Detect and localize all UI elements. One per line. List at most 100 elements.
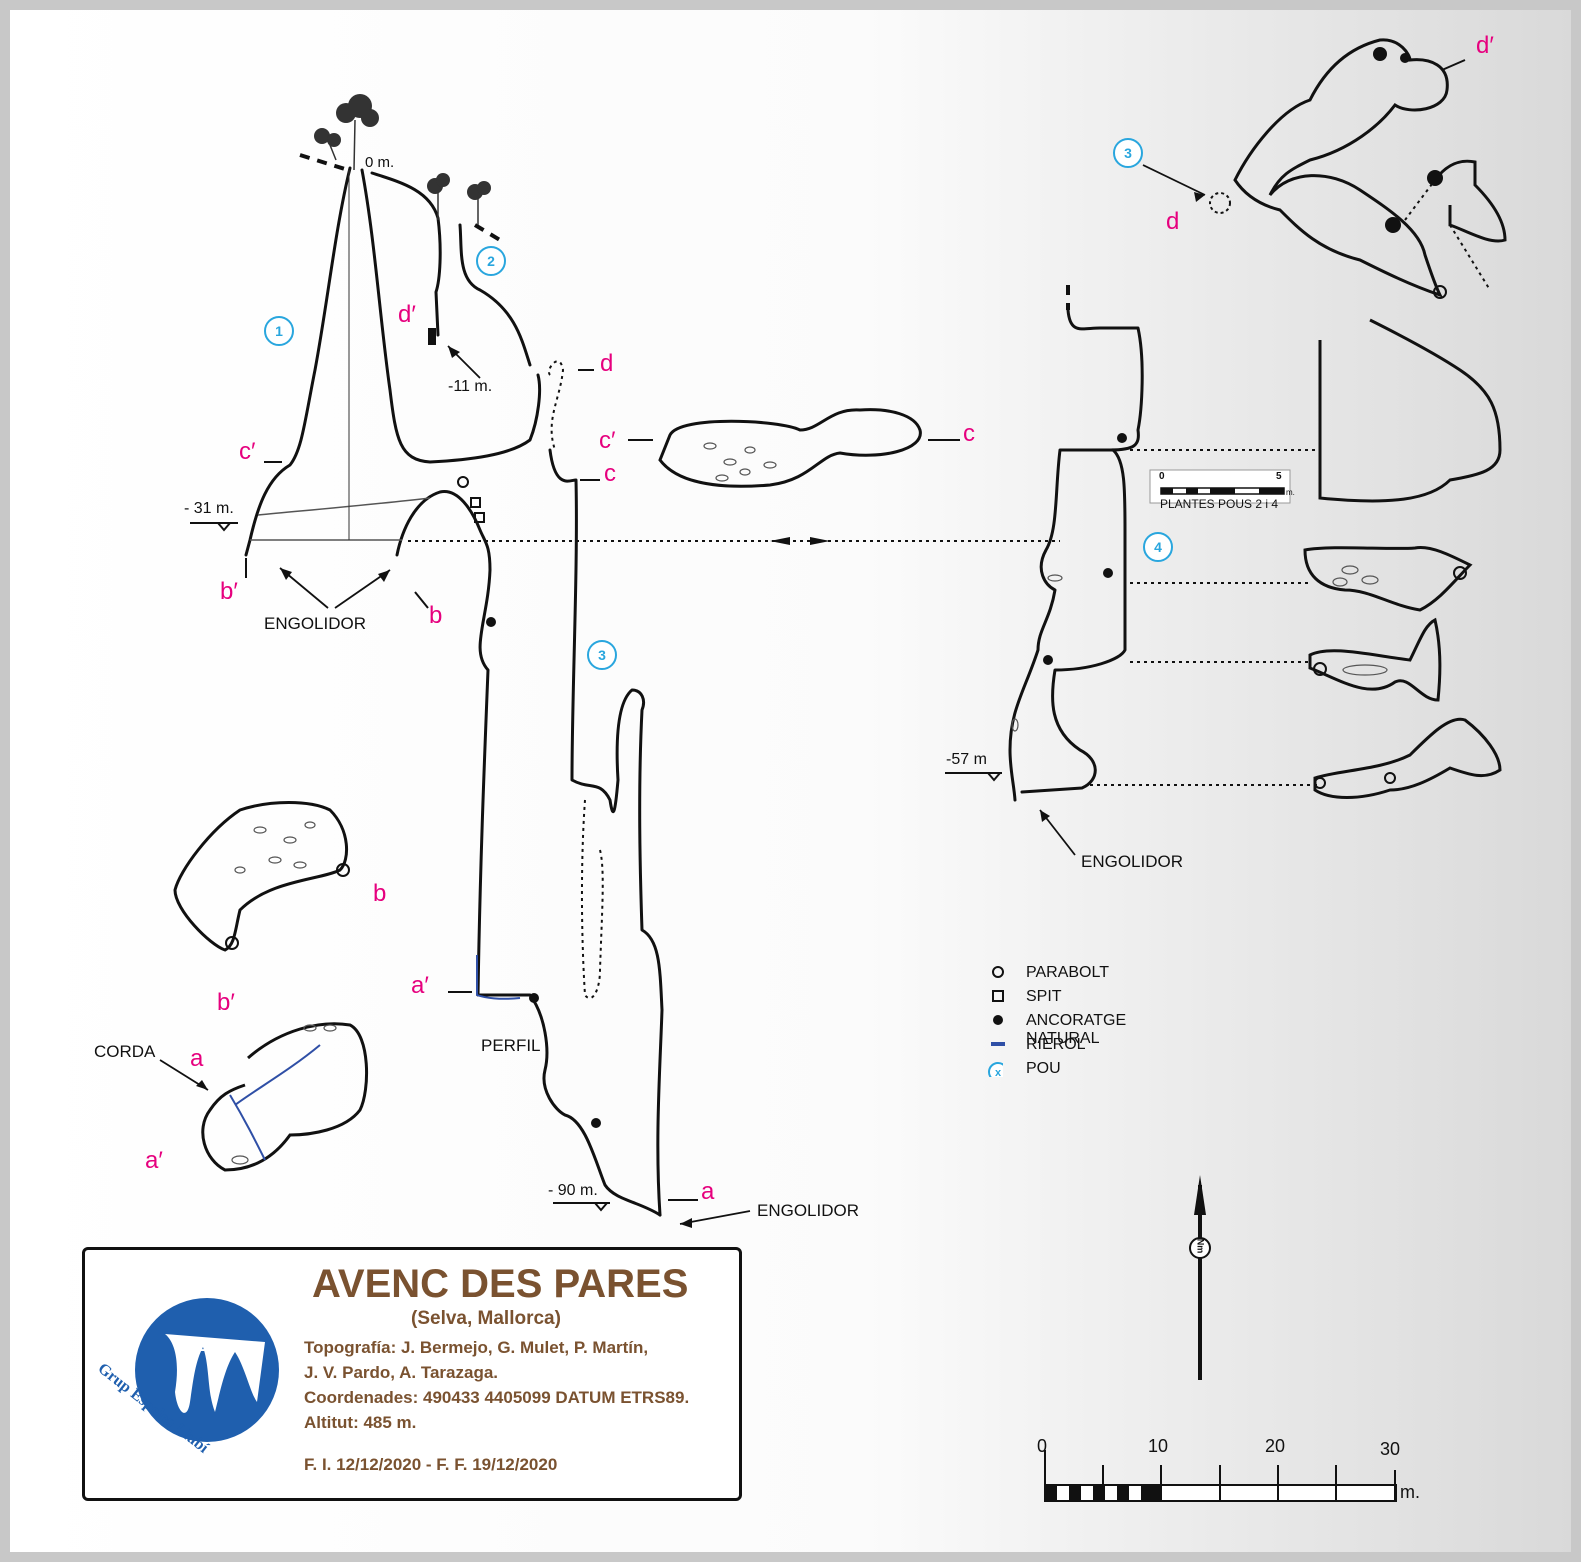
pit1-marker: 1 [264, 316, 294, 346]
small-scale-unit: m. [1286, 488, 1295, 497]
main-scale-tick-20: 20 [1265, 1436, 1286, 1456]
link-plan3 [1404, 179, 1436, 221]
depth-pit4: -57 m [946, 751, 987, 768]
map-title: AVENC DES PARES [312, 1262, 689, 1306]
small-scale-bar [1149, 469, 1291, 504]
plan-b-prime-b [173, 801, 349, 952]
letter-c-prime-left: c′ [239, 438, 256, 465]
plan-a-prime-a [201, 1022, 369, 1172]
plan-pit4-1 [1303, 545, 1473, 612]
profile-pit1-right-wall [360, 168, 542, 464]
small-scale-label: PLANTES POUS 2 i 4 [1160, 497, 1279, 511]
profile-pit4-inner [1020, 448, 1127, 794]
letter-c: c [604, 460, 616, 487]
blue-dash-icon [991, 1042, 1005, 1046]
pit-circle-icon: x [988, 1062, 1003, 1077]
spit-mark-2 [474, 512, 485, 523]
legend-label: SPIT [1026, 988, 1062, 1005]
svg-text:x: x [995, 1067, 1002, 1077]
logo-initials: G.E.LL. [181, 1336, 241, 1355]
pit3-marker: 3 [587, 640, 617, 670]
connection-pit3-dotted [548, 360, 565, 451]
main-scale-tick-30: 30 [1380, 1439, 1401, 1459]
engolidor-label-2: ENGOLIDOR [1081, 852, 1184, 871]
legend-label: RIEROL [1026, 1036, 1086, 1053]
small-scale-end: 5 [1276, 471, 1282, 482]
depth-bottom: - 90 m. [548, 1182, 598, 1199]
altitude-text: Altitut: 485 m. [304, 1413, 417, 1432]
main-scale-tick-0: 0 [1037, 1436, 1048, 1456]
depth-tick-57m [945, 772, 1002, 782]
main-scale-tick-10: 10 [1148, 1436, 1169, 1456]
profile-pit2-wall [458, 223, 532, 367]
pit4-marker: 4 [1143, 532, 1173, 562]
natural-anchors [428, 328, 1127, 1128]
parabolt-mark [457, 476, 469, 488]
small-scale-start: 0 [1159, 471, 1165, 482]
letter-a-prime-plan: a′ [145, 1147, 163, 1174]
letter-a-plan: a [190, 1045, 204, 1072]
title-box: G.E.LL. Grup Espeleo Llubí AVENC DES PAR… [82, 1247, 742, 1501]
profile-pit1-left-wall [244, 166, 352, 557]
letter-d-plan: d [1166, 208, 1180, 235]
map-location: (Selva, Mallorca) [411, 1308, 561, 1329]
pit2-marker: 2 [476, 246, 506, 276]
plan-c-prime-c [658, 408, 922, 488]
plan3-shaft [1209, 192, 1231, 214]
credits-line-1: Topografía: J. Bermejo, G. Mulet, P. Mar… [304, 1338, 649, 1357]
coordinates-text: Coordenades: 490433 4405099 DATUM ETRS89… [304, 1388, 690, 1407]
letter-b: b [429, 602, 443, 629]
north-label: Nm [1195, 1238, 1206, 1254]
letter-d-prime-plan: d′ [1476, 32, 1494, 59]
stream [229, 955, 521, 1161]
letter-d-prime: d′ [398, 301, 416, 328]
plan-pit4-2 [1308, 617, 1442, 702]
depth-pit2: -11 m. [448, 378, 493, 395]
plan-pit4-3 [1313, 717, 1502, 799]
legend-label: ANCORATGE NATURAL [1026, 1012, 1127, 1047]
plan-pit3-top [1233, 38, 1449, 298]
letter-b-plan: b [373, 880, 387, 907]
depth-surface: 0 m. [365, 154, 395, 171]
letter-d: d [600, 350, 614, 377]
surface-dash-left [299, 153, 349, 172]
profile-mid-ledge [395, 490, 492, 997]
legend-label: PARABOLT [1026, 964, 1109, 981]
main-scale-unit: m. [1400, 1482, 1420, 1502]
corda-label: CORDA [94, 1042, 156, 1061]
surface-dash-right [473, 223, 502, 242]
filled-circle-icon [993, 1015, 1003, 1025]
letter-c-plan: c [963, 420, 975, 447]
plan3-marker: 3 [1113, 138, 1143, 168]
perfil-label: PERFIL [481, 1036, 541, 1055]
north-arrow [1189, 1175, 1211, 1380]
letter-b-prime: b′ [220, 578, 238, 605]
survey-sheet: 0 m. -11 m. - 31 m. -57 m - 90 m. 1 2 3 … [10, 10, 1571, 1552]
profile-pit3-left-wall [478, 993, 662, 1217]
link-plan3-b [1449, 224, 1491, 291]
letter-b-prime-plan: b′ [217, 989, 235, 1016]
letter-c-prime-plan: c′ [599, 427, 616, 454]
letter-ticks [245, 59, 1466, 1201]
trees [314, 94, 491, 200]
engolidor-label-3: ENGOLIDOR [757, 1201, 860, 1220]
open-square-icon [992, 990, 1004, 1002]
gell-logo [135, 1298, 279, 1442]
spit-mark-1 [470, 497, 481, 508]
main-scale-bar [1044, 1450, 1397, 1502]
depth-tick-31m [190, 522, 238, 532]
plan-pit4-top [1318, 318, 1502, 503]
profile-pit3-right-wall [548, 448, 664, 1217]
credits-line-2: J. V. Pardo, A. Tarazaga. [304, 1363, 499, 1382]
letter-a-prime: a′ [411, 972, 429, 999]
legend-label: POU [1026, 1060, 1061, 1077]
dates-text: F. I. 12/12/2020 - F. F. 19/12/2020 [304, 1455, 558, 1474]
engolidor-label-1: ENGOLIDOR [264, 614, 367, 633]
profile-pit4-outer [1008, 308, 1144, 802]
open-circle-icon [992, 966, 1004, 978]
plan-pit3-side [1433, 159, 1507, 243]
arrow-plan3 [1142, 164, 1206, 196]
depth-tick-90m [553, 1202, 610, 1212]
connection-lower-dotted [580, 799, 604, 1000]
depth-pit1: - 31 m. [184, 500, 234, 517]
